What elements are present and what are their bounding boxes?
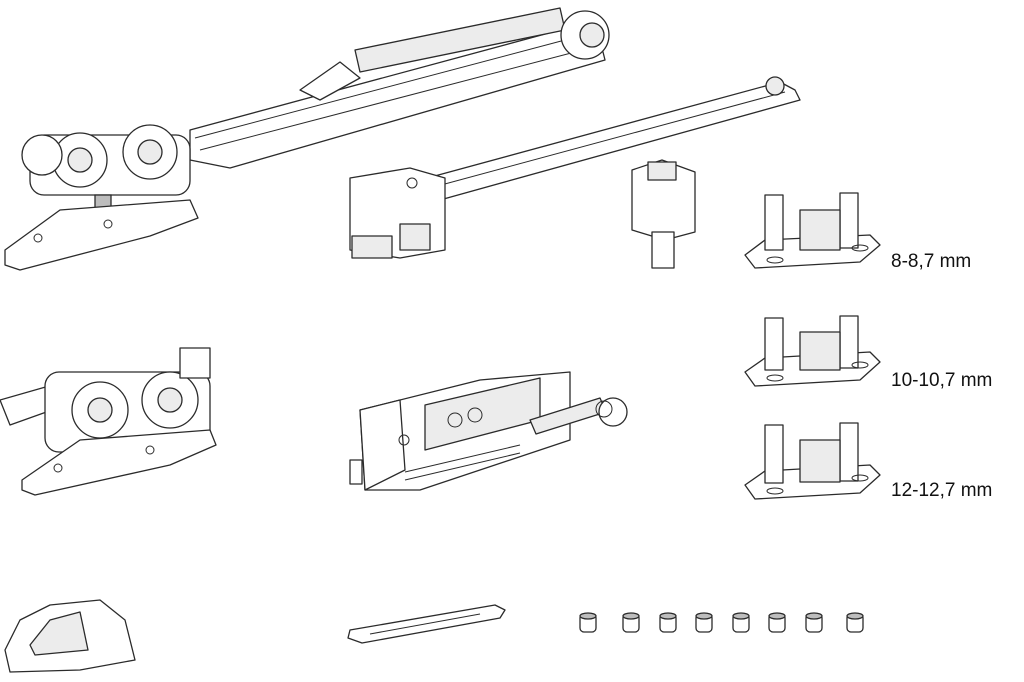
spacer-plate — [347, 604, 506, 644]
activator-bar — [349, 76, 801, 259]
clip-size-label-large: 12-12,7 mm — [891, 480, 993, 501]
carriage-wheels — [21, 124, 191, 214]
screw-row — [579, 612, 864, 633]
screw — [659, 612, 677, 633]
screw — [622, 612, 640, 633]
connector-piece — [631, 159, 696, 269]
clip-medium — [744, 315, 881, 387]
second-carriage — [0, 347, 217, 496]
screw — [846, 612, 864, 633]
screw — [768, 612, 786, 633]
screw — [695, 612, 713, 633]
clip-size-label-small: 8-8,7 mm — [891, 251, 972, 272]
clip-large — [744, 422, 881, 500]
damper-unit — [349, 371, 628, 491]
clip-size-label-medium: 10-10,7 mm — [891, 370, 993, 391]
damper-rail-carriage — [4, 7, 610, 271]
end-stop — [4, 599, 136, 673]
screw — [579, 612, 597, 633]
clip-small — [744, 192, 881, 269]
screw — [732, 612, 750, 633]
screw — [805, 612, 823, 633]
